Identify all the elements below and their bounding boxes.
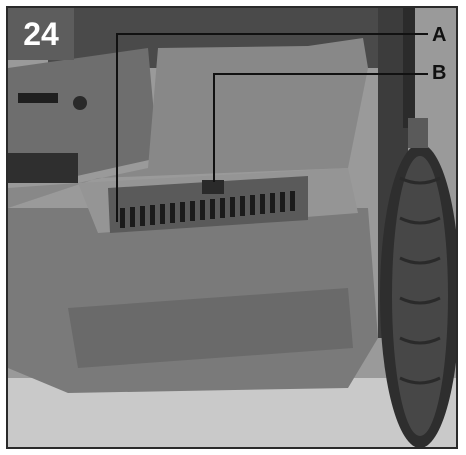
callout-label-b: B — [432, 62, 447, 84]
figure-number-badge: 24 — [8, 8, 74, 60]
callout-label-a: A — [432, 24, 447, 46]
callout-line-a — [116, 33, 428, 222]
lawnmower-photo: 24 — [6, 6, 458, 449]
mower-illustration — [8, 8, 456, 447]
callout-line-b — [213, 73, 428, 182]
